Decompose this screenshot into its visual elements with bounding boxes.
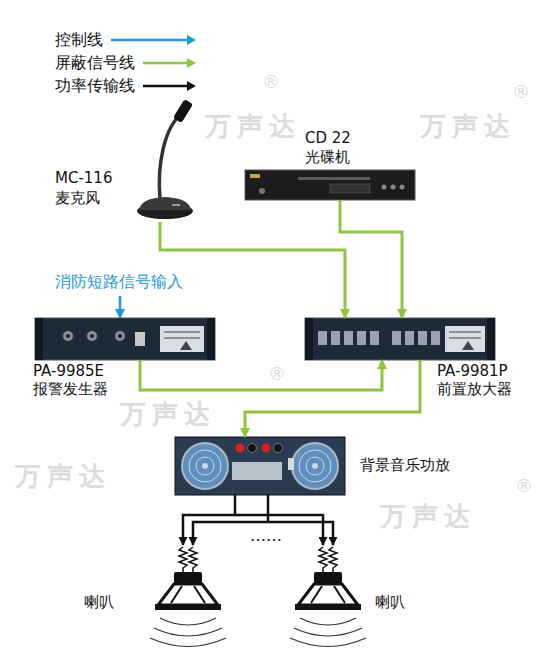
legend-line-sample — [111, 30, 198, 50]
device-label: 喇叭 — [84, 594, 114, 611]
legend-line-sample — [143, 76, 198, 96]
device-node: CD 22光碟机 — [245, 170, 415, 200]
device-label: MC-116 — [55, 170, 112, 187]
trademark-mark: ® — [268, 364, 286, 385]
cd-player-icon — [245, 170, 415, 200]
speaker-wire — [235, 515, 323, 545]
legend-item: 屏蔽信号线 — [55, 53, 135, 73]
ellipsis-mark: …… — [250, 527, 282, 545]
device-name: 麦克风 — [55, 190, 100, 207]
device-name: 报警发生器 — [33, 381, 108, 398]
watermark: 万声达 — [420, 112, 516, 142]
microphone-icon — [137, 99, 193, 219]
trademark-mark: ® — [262, 72, 280, 93]
signal-label: 消防短路信号输入 — [55, 273, 183, 291]
signal-connector — [160, 222, 345, 318]
device-node: 喇叭 — [295, 545, 362, 650]
legend-item: 功率传输线 — [55, 76, 135, 96]
watermark: 万声达 — [380, 502, 476, 532]
legend-text: 屏蔽信号线 — [55, 53, 135, 72]
signal-connector — [183, 495, 235, 545]
power-amplifier-panel — [175, 437, 345, 495]
device-label: 背景音乐功放 — [360, 457, 450, 474]
trademark-mark: ® — [515, 476, 533, 497]
device-name: 前置放大器 — [437, 381, 512, 398]
device-label: PA-9981P — [437, 363, 508, 380]
watermark: 万声达 — [205, 112, 301, 142]
device-node: PA-9981P前置放大器 — [305, 318, 495, 360]
device-label: PA-9985E — [33, 363, 104, 380]
device-node: 喇叭 — [155, 545, 222, 650]
preamplifier-panel — [305, 318, 495, 360]
signal-connector — [245, 360, 420, 437]
signal-connector — [340, 200, 402, 318]
signal-connector — [140, 360, 382, 390]
legend-line-sample — [143, 53, 198, 73]
device-node: MC-116麦克风 — [135, 100, 197, 222]
watermark: 万声达 — [15, 462, 111, 492]
legend-text: 功率传输线 — [55, 76, 135, 95]
device-node: PA-9985E报警发生器 — [35, 318, 215, 360]
trademark-mark: ® — [512, 82, 530, 103]
device-name: 光碟机 — [305, 149, 350, 166]
speaker-icon — [150, 547, 226, 647]
speaker-icon — [290, 547, 366, 647]
alarm-generator-panel — [35, 318, 215, 360]
legend-item: 控制线 — [55, 30, 103, 50]
control-line — [119, 296, 122, 318]
watermark: 万声达 — [120, 400, 216, 430]
device-label: 喇叭 — [375, 594, 405, 611]
legend-text: 控制线 — [55, 30, 103, 49]
device-node: 背景音乐功放 — [175, 437, 345, 495]
device-label: CD 22 — [305, 130, 351, 147]
